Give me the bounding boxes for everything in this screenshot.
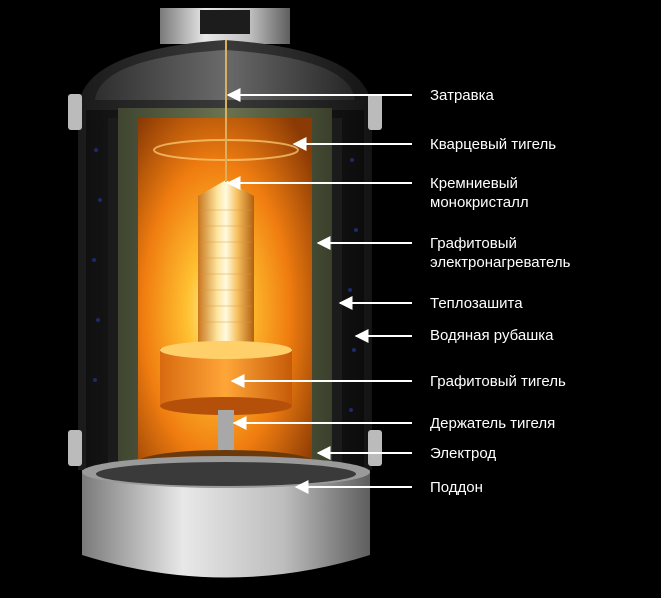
crystal-rings — [200, 209, 252, 323]
flange-bottom-right — [368, 430, 382, 466]
graphite-crucible-bottom — [160, 397, 292, 415]
label-jacket-line: Водяная рубашка — [430, 327, 554, 344]
flange-top-right — [368, 94, 382, 130]
label-insulation: Теплозашита — [430, 294, 523, 313]
jacket-dots — [92, 148, 358, 412]
label-crystal-line: монокристалл — [430, 194, 529, 211]
label-seed: Затравка — [430, 86, 494, 105]
label-heater-line: электронагреватель — [430, 254, 571, 271]
label-crucible: Кварцевый тигель — [430, 135, 556, 154]
label-heater-line: Графитовый — [430, 235, 517, 252]
label-seed-line: Затравка — [430, 87, 494, 104]
graphite-crucible-top — [160, 341, 292, 359]
label-graphite: Графитовый тигель — [430, 372, 566, 391]
label-crystal: Кремниевый монокристалл — [430, 174, 529, 212]
label-holder-line: Держатель тигеля — [430, 415, 556, 432]
label-arrows — [226, 88, 412, 494]
flange-top-left — [68, 94, 82, 130]
label-tray-line: Поддон — [430, 479, 483, 496]
flange-bottom-left — [68, 430, 82, 466]
crucible-holder — [218, 410, 234, 456]
label-tray: Поддон — [430, 478, 483, 497]
label-crucible-line: Кварцевый тигель — [430, 136, 557, 153]
label-holder: Держатель тигеля — [430, 414, 555, 433]
label-heater: Графитовый электронагреватель — [430, 234, 570, 272]
label-graphite-line: Графитовый тигель — [430, 373, 566, 390]
bottom-tray — [82, 470, 370, 578]
neck-window — [200, 10, 250, 34]
silicon-crystal — [198, 180, 254, 352]
label-jacket: Водяная рубашка — [430, 326, 554, 345]
label-insulation-line: Теплозашита — [430, 295, 523, 312]
label-electrode-line: Электрод — [430, 445, 497, 462]
label-electrode: Электрод — [430, 444, 496, 463]
label-crystal-line: Кремниевый — [430, 175, 518, 192]
tray-inner — [96, 462, 356, 486]
